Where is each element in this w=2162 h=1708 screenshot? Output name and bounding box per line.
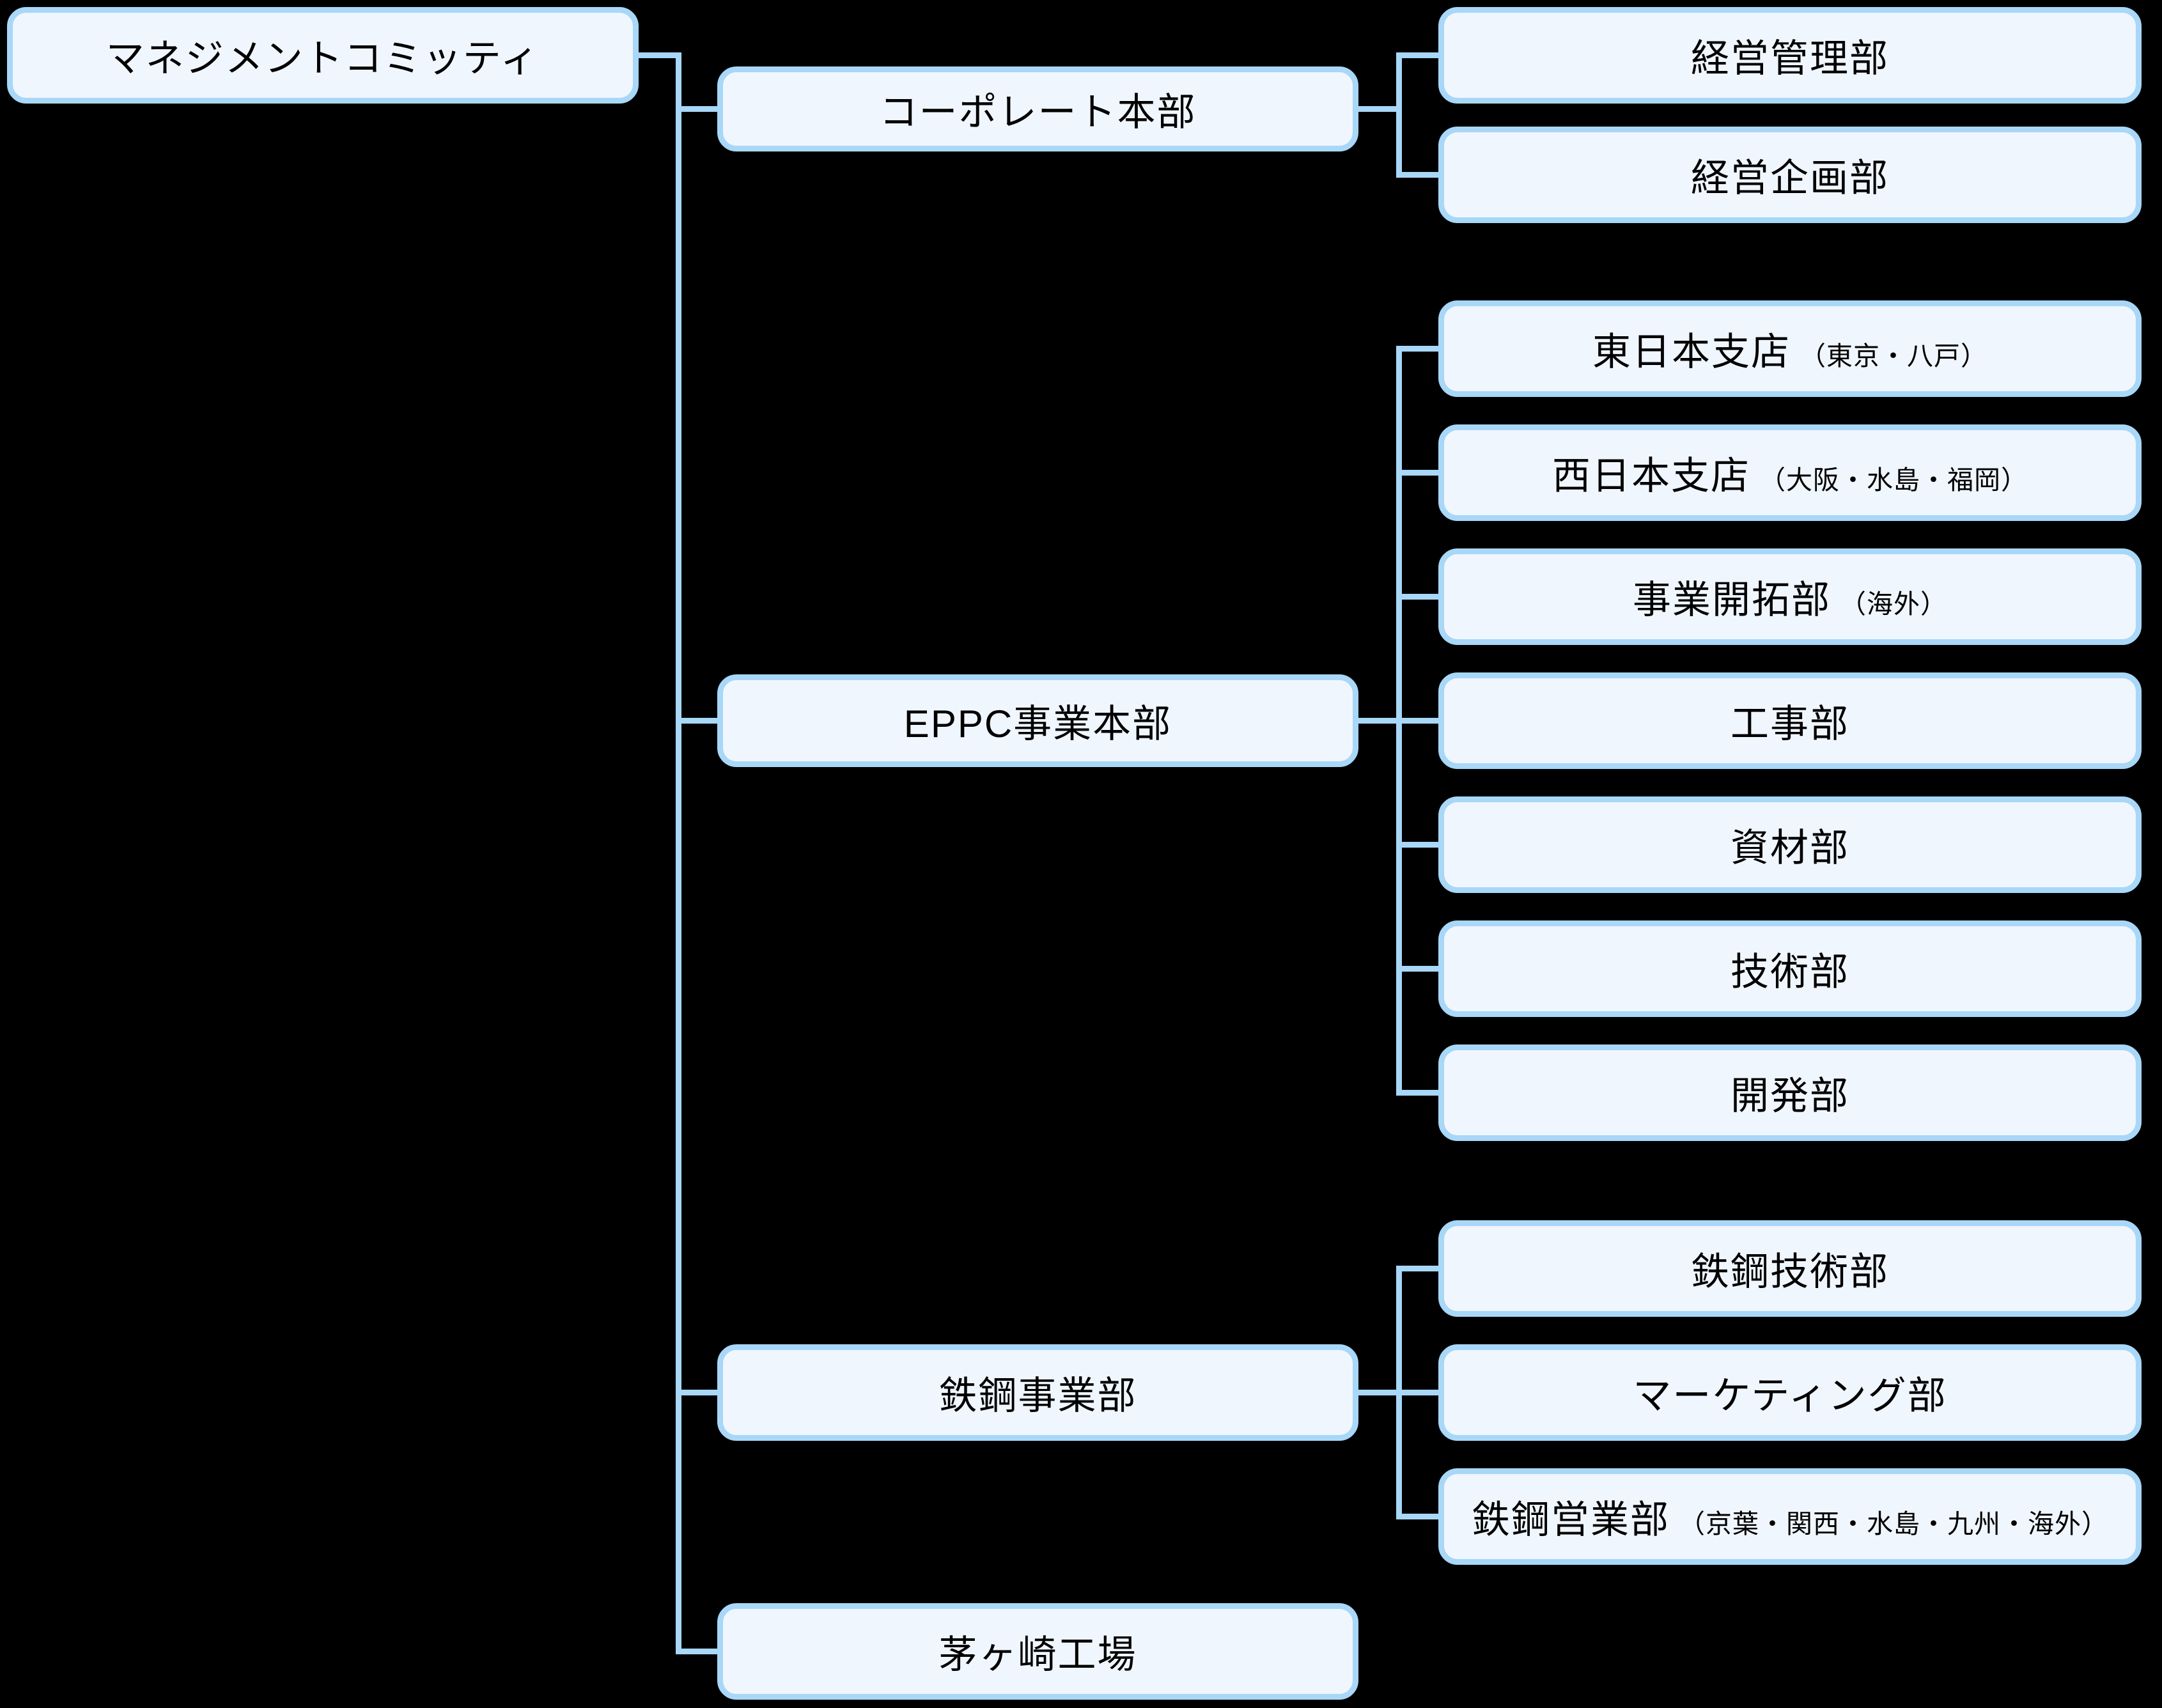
connector-corporate-trunk bbox=[1396, 52, 1402, 178]
node-label-line: 資材部 bbox=[1730, 817, 1849, 873]
connector-steel-trunk bbox=[1396, 1266, 1402, 1519]
node-label-line: 経営管理部 bbox=[1691, 27, 1889, 83]
node-development-dept: 開発部 bbox=[1438, 1044, 2142, 1141]
node-label: 事業開拓部 bbox=[1633, 578, 1831, 621]
node-label-line: 茅ヶ崎工場 bbox=[939, 1624, 1137, 1679]
node-label: 資材部 bbox=[1730, 827, 1849, 869]
node-label: EPPC事業本部 bbox=[903, 703, 1172, 745]
node-label-line: EPPC事業本部 bbox=[904, 693, 1172, 749]
connector-corporate-child-2 bbox=[1402, 172, 1438, 178]
node-label-line: 東日本支店 （東京・八戸） bbox=[1592, 321, 1987, 377]
node-steel-technology-dept: 鉄鋼技術部 bbox=[1438, 1220, 2142, 1317]
node-eppc-division-hq: EPPC事業本部 bbox=[717, 674, 1358, 767]
node-label: 鉄鋼技術部 bbox=[1691, 1250, 1889, 1293]
node-label-line: 鉄鋼営業部 （京葉・関西・水島・九州・海外） bbox=[1472, 1489, 2108, 1544]
connector-eppc-child-3 bbox=[1402, 594, 1438, 600]
connector-steel-child-2 bbox=[1402, 1390, 1438, 1395]
connector-root-to-trunk bbox=[639, 52, 681, 58]
node-management-committee: マネジメントコミッティ bbox=[7, 7, 639, 104]
node-sublabel: （海外） bbox=[1840, 589, 1947, 619]
node-corporate-planning-dept: 経営企画部 bbox=[1438, 127, 2142, 223]
node-west-japan-branch: 西日本支店 （大阪・水島・福岡） bbox=[1438, 424, 2142, 521]
node-label: マネジメントコミッティ bbox=[105, 37, 540, 80]
node-steel-sales-dept: 鉄鋼営業部 （京葉・関西・水島・九州・海外） bbox=[1438, 1468, 2142, 1565]
node-label: 経営企画部 bbox=[1691, 157, 1889, 199]
node-label: 工事部 bbox=[1730, 703, 1849, 745]
node-label-line: 西日本支店 （大阪・水島・福岡） bbox=[1552, 445, 2028, 501]
connector-eppc-feed bbox=[1358, 718, 1402, 724]
node-steel-division: 鉄鋼事業部 bbox=[717, 1344, 1358, 1441]
node-label: 開発部 bbox=[1730, 1075, 1849, 1117]
node-label-line: 鉄鋼事業部 bbox=[939, 1365, 1137, 1420]
connector-branch-eppc bbox=[681, 718, 717, 724]
node-label: コーポレート本部 bbox=[879, 91, 1197, 134]
node-business-development-dept: 事業開拓部 （海外） bbox=[1438, 548, 2142, 645]
connector-eppc-child-5 bbox=[1402, 842, 1438, 848]
node-label: 西日本支店 bbox=[1552, 454, 1750, 497]
node-marketing-dept: マーケティング部 bbox=[1438, 1344, 2142, 1441]
connector-steel-child-1 bbox=[1402, 1266, 1438, 1271]
connector-steel-feed bbox=[1358, 1390, 1402, 1395]
node-label-line: 工事部 bbox=[1730, 693, 1849, 749]
node-procurement-dept: 資材部 bbox=[1438, 796, 2142, 893]
connector-corporate-feed bbox=[1358, 106, 1402, 112]
connector-eppc-child-2 bbox=[1402, 470, 1438, 476]
node-sublabel: （大阪・水島・福岡） bbox=[1759, 465, 2028, 495]
node-label-line: 鉄鋼技術部 bbox=[1691, 1241, 1889, 1296]
connector-branch-chigasaki bbox=[676, 1649, 717, 1654]
connector-eppc-trunk bbox=[1396, 346, 1402, 1096]
connector-eppc-child-4 bbox=[1402, 718, 1438, 724]
node-east-japan-branch: 東日本支店 （東京・八戸） bbox=[1438, 300, 2142, 397]
node-label-line: マネジメントコミッティ bbox=[106, 27, 540, 83]
node-label-line: マーケティング部 bbox=[1633, 1365, 1947, 1420]
node-corporate-hq: コーポレート本部 bbox=[717, 66, 1358, 151]
connector-corporate-child-1 bbox=[1402, 52, 1438, 58]
connector-eppc-child-1 bbox=[1402, 346, 1438, 352]
node-label: 鉄鋼営業部 bbox=[1472, 1498, 1670, 1541]
node-label: マーケティング部 bbox=[1633, 1374, 1947, 1417]
node-engineering-dept: 技術部 bbox=[1438, 920, 2142, 1017]
node-sublabel: （東京・八戸） bbox=[1800, 341, 1987, 371]
connector-main-trunk bbox=[676, 52, 681, 1654]
node-label-line: 経営企画部 bbox=[1691, 147, 1889, 203]
connector-eppc-child-7 bbox=[1402, 1090, 1438, 1096]
node-sublabel: （京葉・関西・水島・九州・海外） bbox=[1679, 1509, 2108, 1539]
node-label-line: 事業開拓部 （海外） bbox=[1633, 569, 1947, 625]
node-label: 鉄鋼事業部 bbox=[938, 1374, 1137, 1417]
connector-eppc-child-6 bbox=[1402, 966, 1438, 972]
connector-branch-corporate bbox=[681, 106, 717, 112]
node-chigasaki-plant: 茅ヶ崎工場 bbox=[717, 1603, 1358, 1700]
node-label: 茅ヶ崎工場 bbox=[938, 1633, 1137, 1676]
node-construction-dept: 工事部 bbox=[1438, 672, 2142, 769]
node-label-line: 開発部 bbox=[1730, 1065, 1849, 1121]
node-label-line: コーポレート本部 bbox=[880, 81, 1197, 137]
node-label: 技術部 bbox=[1730, 951, 1849, 993]
connector-steel-child-3 bbox=[1402, 1514, 1438, 1519]
node-label: 経営管理部 bbox=[1691, 37, 1889, 80]
connector-branch-steel bbox=[681, 1390, 717, 1395]
node-corporate-management-dept: 経営管理部 bbox=[1438, 7, 2142, 104]
node-label-line: 技術部 bbox=[1730, 941, 1849, 997]
node-label: 東日本支店 bbox=[1592, 330, 1791, 373]
